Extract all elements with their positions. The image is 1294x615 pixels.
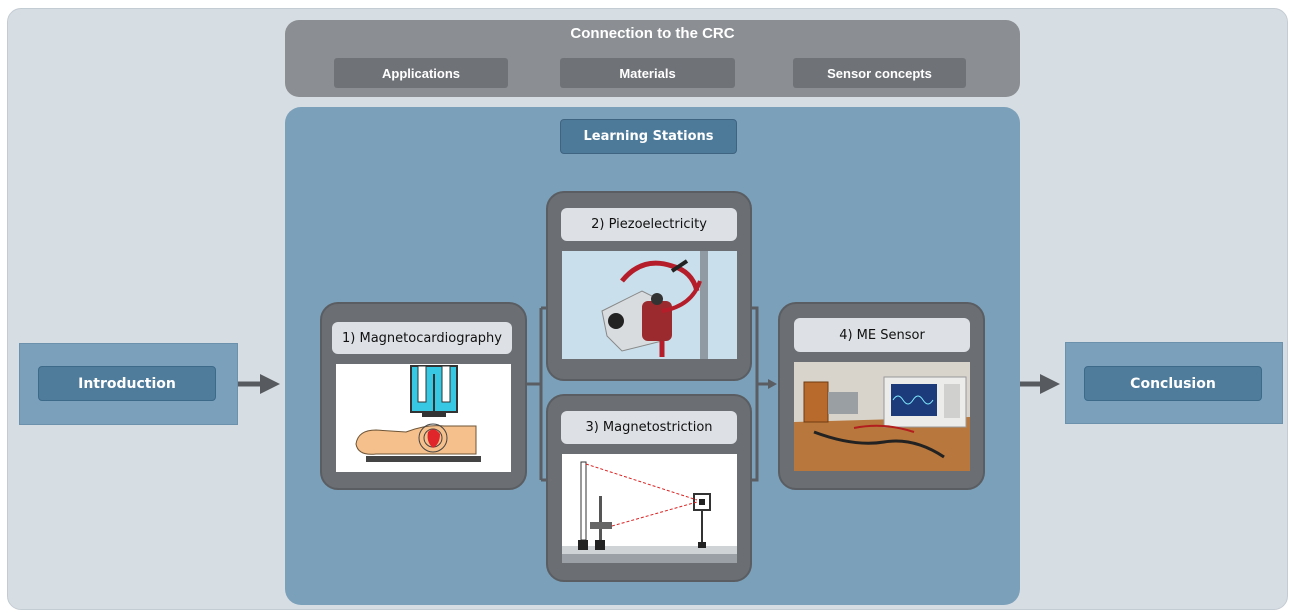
piezo-experiment-photo (562, 251, 737, 359)
materials-box: Materials (560, 58, 735, 88)
magnetostriction-setup-illustration (562, 454, 737, 563)
magnetocardiography-illustration (336, 364, 511, 472)
introduction-label: Introduction (38, 366, 216, 401)
station-label-magnetostriction: 3) Magnetostriction (561, 411, 737, 444)
applications-box: Applications (334, 58, 508, 88)
branch-connector (527, 306, 768, 482)
sensor-concepts-box: Sensor concepts (793, 58, 966, 88)
crc-title: Connection to the CRC (570, 25, 735, 42)
me-sensor-arrow (768, 379, 777, 389)
learning-stations-label: Learning Stations (560, 119, 737, 154)
station-label-me-sensor: 4) ME Sensor (794, 318, 970, 352)
me-sensor-oscilloscope-photo (794, 362, 970, 471)
conclusion-label: Conclusion (1084, 366, 1262, 401)
crc-connection-panel: Connection to the CRC Applications Mater… (285, 20, 1020, 97)
station-label-piezoelectricity: 2) Piezoelectricity (561, 208, 737, 241)
station-label-magnetocardiography: 1) Magnetocardiography (332, 322, 512, 354)
